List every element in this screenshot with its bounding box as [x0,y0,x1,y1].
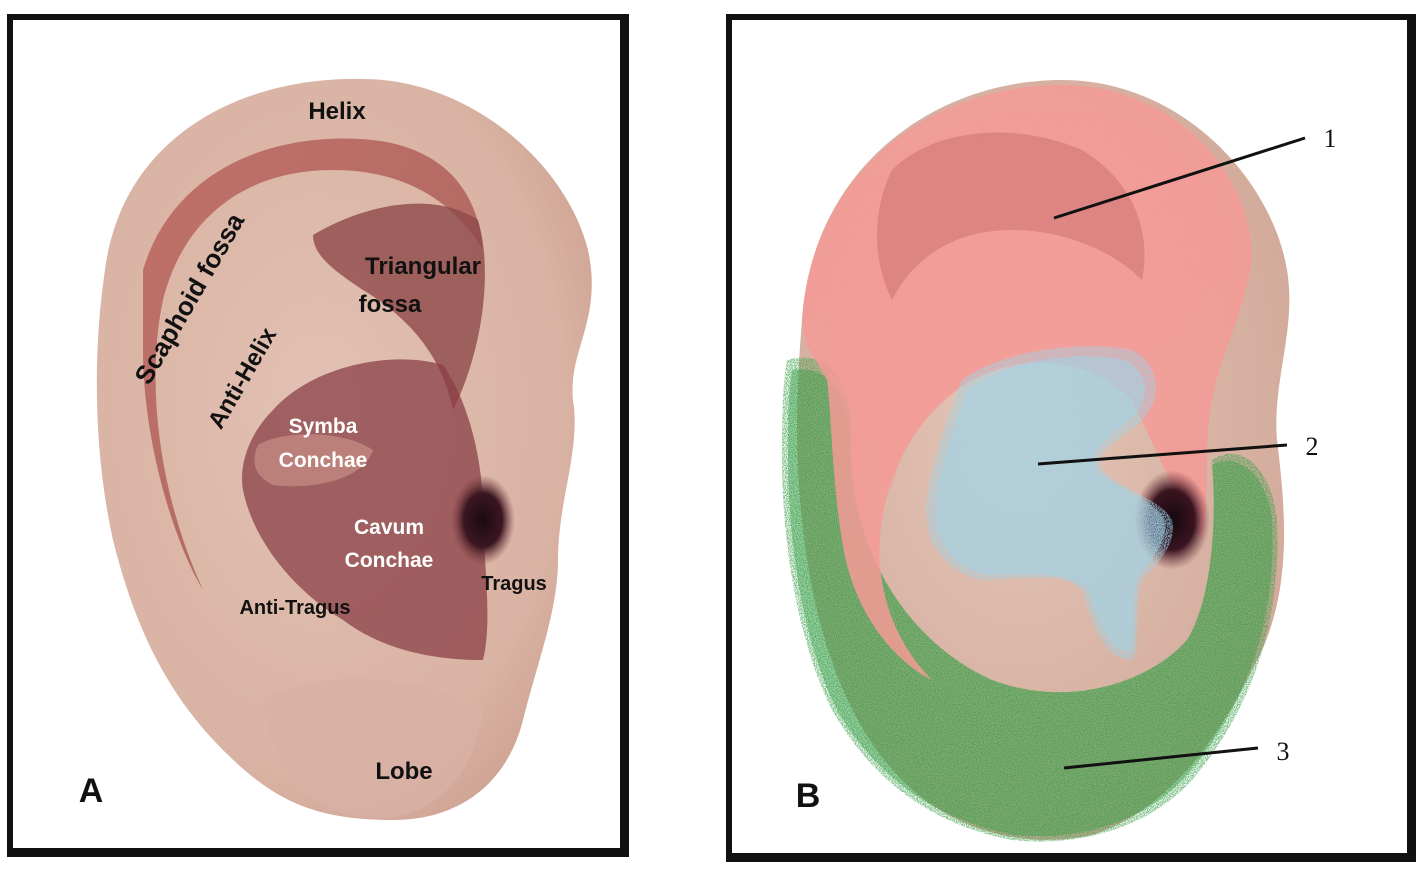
callout-line-3 [1063,746,1259,770]
scaphoid-fossa-region [143,138,483,591]
zone-3-fill [788,369,1273,837]
callout-number-3: 3 [1277,737,1290,766]
label-tragus: Tragus [481,573,547,595]
label-cavum-line1: Cavum [354,516,424,539]
label-symba-line1: Symba [289,415,358,438]
label-helix: Helix [308,98,366,125]
ear-photo-a: Helix Scaphoid fossa Anti-Helix Triangul… [79,78,592,820]
zone-1-speckle [820,108,1227,490]
label-triangular-line1: Triangular [365,253,481,280]
zone-3-region [782,357,1278,842]
callout-number-1: 1 [1324,124,1337,153]
triangular-fossa-region [313,203,485,410]
zone-1-shadow [877,132,1145,300]
callout-line-2 [1037,443,1288,466]
lobe-region [263,678,483,818]
label-cavum-line2: Conchae [345,549,434,572]
panel-b-ear-zones: 1 2 3 B [726,14,1416,862]
symba-highlight [254,434,373,487]
panel-letter-a: A [79,772,104,810]
callout-line-1 [1053,136,1306,220]
callout-number-2: 2 [1306,432,1319,461]
label-triangular-line2: fossa [359,291,422,318]
label-symba-line2: Conchae [279,449,368,472]
ear-photo-b: 1 2 3 B [782,80,1337,842]
ear-canal [451,475,515,565]
label-lobe: Lobe [375,758,432,785]
label-anti-tragus: Anti-Tragus [239,597,350,619]
panel-letter-b: B [796,777,821,815]
zone-2-fill [935,356,1165,652]
panel-a-ear-anatomy: Helix Scaphoid fossa Anti-Helix Triangul… [7,14,629,857]
